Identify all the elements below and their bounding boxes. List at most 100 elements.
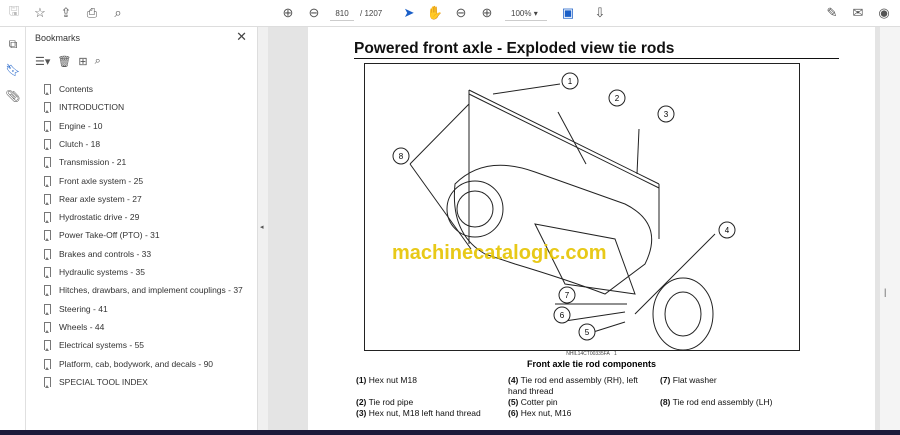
bookmark-icon — [44, 358, 51, 370]
callout-circle — [608, 89, 626, 107]
page-number-input[interactable]: 810 — [330, 6, 354, 21]
bookmark-item[interactable]: Platform, cab, bodywork, and decals - 90 — [44, 357, 213, 371]
bookmark-item[interactable]: Clutch - 18 — [44, 137, 100, 151]
sign-icon[interactable]: ✎ — [826, 5, 838, 20]
bookmark-item[interactable]: Front axle system - 25 — [44, 174, 143, 188]
previous-page-icon[interactable]: ⊕ — [282, 5, 294, 20]
bookmark-label: Engine - 10 — [59, 120, 103, 131]
bookmark-item[interactable]: Brakes and controls - 33 — [44, 247, 151, 261]
bookmark-icon — [44, 303, 51, 315]
find-bookmark-icon[interactable]: ⌕ — [94, 55, 101, 67]
callout-number: 3 — [664, 110, 669, 119]
part-item: (8) Tie rod end assembly (LH) — [660, 397, 810, 408]
part-item: (4) Tie rod end assembly (RH), left hand… — [508, 375, 658, 396]
delete-icon[interactable]: 🗑︎ — [57, 56, 72, 68]
mail-icon[interactable]: ✉ — [852, 5, 864, 20]
bookmark-item[interactable]: Transmission - 21 — [44, 155, 126, 169]
bookmark-icon — [44, 157, 51, 169]
part-item: (1) Hex nut M18 — [356, 375, 506, 386]
add-bookmark-icon[interactable]: ⊞ — [78, 56, 88, 68]
callout-number: 7 — [565, 291, 570, 300]
document-view: Powered front axle - Exploded view tie r… — [268, 27, 880, 430]
bookmark-icon — [44, 102, 51, 114]
zoom-in-icon[interactable]: ⊕ — [481, 5, 493, 20]
part-number: (4) — [508, 375, 519, 385]
bookmark-icon — [44, 321, 51, 333]
bookmark-label: Brakes and controls - 33 — [59, 248, 152, 259]
save-icon[interactable]: 🖫 — [8, 3, 20, 18]
bookmark-label: Hydraulic systems - 35 — [59, 267, 145, 277]
bookmark-item[interactable]: Engine - 10 — [44, 119, 102, 133]
bookmark-icon — [44, 285, 51, 297]
bookmark-icon — [44, 120, 51, 132]
part-description: Hex nut, M16 — [520, 408, 572, 418]
bookmark-label: SPECIAL TOOL INDEX — [59, 376, 148, 387]
callout-number: 2 — [615, 94, 620, 103]
callout-number: 5 — [585, 328, 590, 337]
bookmark-star-icon[interactable]: ☆ — [34, 5, 46, 20]
vertical-scrollbar[interactable]: | — [880, 27, 900, 430]
bookmark-item[interactable]: Wheels - 44 — [44, 320, 104, 334]
scroll-mode-icon[interactable]: ⇩ — [594, 5, 606, 20]
part-item: (5) Cotter pin — [508, 397, 658, 408]
account-icon[interactable]: ◉ — [878, 5, 890, 20]
fit-page-icon[interactable]: ▣ — [561, 5, 575, 20]
page-total: / 1207 — [360, 9, 383, 18]
bookmark-label: Electrical systems - 55 — [59, 340, 145, 351]
part-number: (3) — [356, 408, 367, 418]
callout-circle — [553, 306, 571, 324]
bookmark-icon — [44, 175, 51, 187]
bookmark-item[interactable]: Hydrostatic drive - 29 — [44, 210, 139, 224]
callout-circle — [578, 323, 596, 341]
bookmark-item[interactable]: Contents — [44, 82, 93, 96]
left-rail: ⧉ 🔖︎ 📎︎ — [0, 27, 26, 435]
bookmark-item[interactable]: INTRODUCTION — [44, 100, 124, 114]
zoom-out-icon[interactable]: ⊖ — [455, 5, 467, 20]
bookmark-item[interactable]: Hydraulic systems - 35 — [44, 265, 145, 279]
bookmark-icon — [44, 267, 51, 278]
watermark: machinecatalogic.com — [392, 242, 607, 264]
callout-number: 4 — [725, 226, 730, 235]
print-icon[interactable]: ⎙ — [86, 5, 98, 20]
callout-circle — [718, 221, 736, 239]
bookmark-label: Power Take-Off (PTO) - 31 — [59, 230, 160, 241]
bookmark-icon — [44, 376, 51, 388]
search-icon[interactable]: ⌕ — [114, 5, 122, 20]
bookmark-icon — [44, 138, 51, 150]
bookmark-label: Front axle system - 25 — [59, 175, 144, 186]
pages-icon[interactable]: ⧉ — [8, 37, 18, 51]
bookmark-item[interactable]: SPECIAL TOOL INDEX — [44, 375, 148, 389]
figure-caption: Front axle tie rod components — [526, 359, 656, 369]
close-icon[interactable]: ✕ — [236, 29, 247, 44]
select-cursor-icon[interactable]: ➤ — [403, 5, 415, 20]
title-rule — [354, 58, 839, 59]
upload-cloud-icon[interactable]: ⇪ — [60, 5, 72, 20]
bookmark-label: Hydrostatic drive - 29 — [59, 212, 140, 223]
callout-circle — [561, 72, 579, 90]
bookmark-item[interactable]: Power Take-Off (PTO) - 31 — [44, 228, 160, 242]
part-item: (2) Tie rod pipe — [356, 397, 506, 408]
bookmark-item[interactable]: Electrical systems - 55 — [44, 338, 144, 352]
bookmarks-icon[interactable]: 🔖︎ — [5, 63, 21, 77]
bookmark-label: Hitches, drawbars, and implement couplin… — [59, 285, 243, 296]
bookmark-icon — [44, 230, 51, 242]
bookmark-tools: ☰▾ 🗑︎ ⊞ ⌕ — [35, 55, 101, 68]
options-icon[interactable]: ☰▾ — [35, 56, 51, 68]
next-page-icon[interactable]: ⊖ — [308, 5, 320, 20]
bookmark-label: INTRODUCTION — [59, 102, 125, 113]
callout-circle — [558, 286, 576, 304]
part-number: (7) — [660, 375, 671, 385]
zoom-select[interactable]: 100% ▾ — [505, 6, 547, 21]
callout-number: 8 — [399, 152, 404, 161]
panel-collapse-handle[interactable]: ◂ — [258, 27, 268, 435]
part-description: Tie rod end assembly (RH), left hand thr… — [508, 375, 638, 396]
bookmark-item[interactable]: Steering - 41 — [44, 302, 108, 316]
bookmark-icon — [44, 212, 51, 224]
bookmark-item[interactable]: Hitches, drawbars, and implement couplin… — [44, 283, 243, 297]
part-number: (6) — [508, 408, 519, 418]
attachment-icon[interactable]: 📎︎ — [5, 89, 21, 103]
hand-tool-icon[interactable]: ✋ — [426, 5, 444, 20]
bookmark-item[interactable]: Rear axle system - 27 — [44, 192, 142, 206]
